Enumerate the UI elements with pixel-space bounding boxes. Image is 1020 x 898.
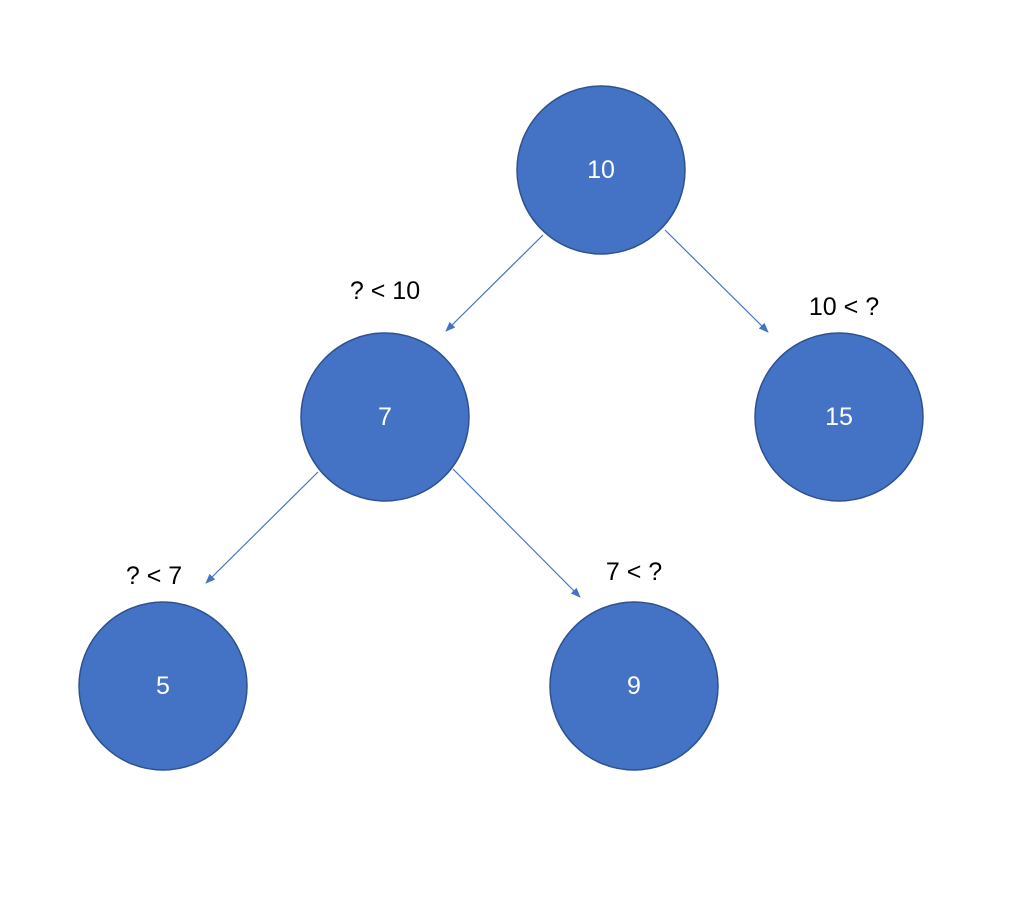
edge-label-7-to-9: 7 < ? <box>606 558 662 586</box>
edge-label-7-to-5: ? < 7 <box>126 562 182 590</box>
edges <box>205 229 769 598</box>
node-label: 7 <box>378 403 392 431</box>
edge-7-to-9 <box>452 468 581 598</box>
edge-label-10-to-7: ? < 10 <box>350 277 420 305</box>
edge-label-10-to-15: 10 < ? <box>809 293 879 321</box>
tree-node-7: 7 <box>300 332 470 502</box>
tree-node-5: 5 <box>78 601 248 771</box>
tree-node-10: 10 <box>516 85 686 255</box>
edge-labels: ? < 10 10 < ? ? < 7 7 < ? <box>126 277 879 590</box>
node-label: 5 <box>156 672 170 700</box>
edge-10-to-7 <box>445 234 544 332</box>
edge-10-to-15 <box>664 229 769 333</box>
edge-7-to-5 <box>205 471 319 584</box>
node-label: 9 <box>627 672 641 700</box>
node-label: 15 <box>825 403 853 431</box>
tree-node-15: 15 <box>754 332 924 502</box>
node-label: 10 <box>587 156 615 184</box>
tree-node-9: 9 <box>549 601 719 771</box>
